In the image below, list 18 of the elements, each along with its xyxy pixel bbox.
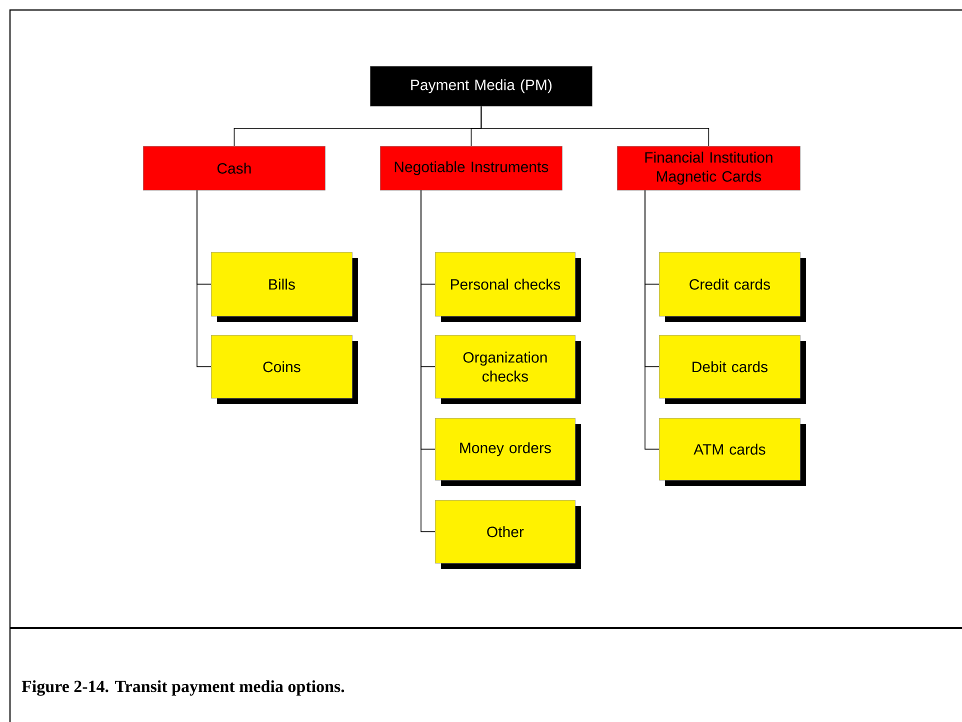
item-box: Other [435, 500, 576, 564]
item-box: Bills [211, 252, 352, 316]
connector-line [420, 190, 436, 532]
root-box: Payment Media (PM) [370, 66, 592, 106]
item-box: Organization checks [435, 335, 576, 398]
item-box: Credit cards [659, 252, 800, 316]
item-box: Coins [211, 335, 352, 398]
connector-line [196, 190, 212, 368]
category-box: Cash [143, 146, 326, 190]
item-box: Personal checks [435, 252, 576, 316]
category-box: Financial Institution Magnetic Cards [617, 146, 800, 190]
connector-line [480, 106, 710, 146]
item-box: ATM cards [659, 418, 800, 480]
item-box: Debit cards [659, 335, 800, 398]
connector-line [644, 190, 660, 450]
item-box: Money orders [435, 418, 576, 480]
category-box: Negotiable Instruments [380, 146, 562, 190]
caption: Figure 2-14. Transit payment media options. [22, 680, 344, 696]
